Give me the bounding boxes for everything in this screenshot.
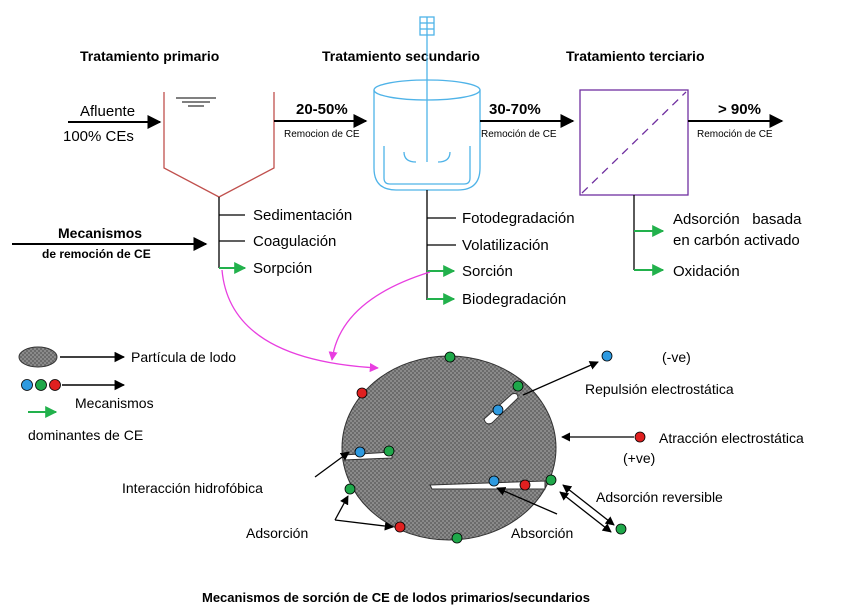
legend-particle-label: Partícula de lodo [131,349,236,365]
mechanisms-row-label: Mecanismos de remoción de CE [12,225,208,261]
neg-charge-label: (-ve) [662,349,691,365]
primary-to-particle-arrow [221,269,379,373]
pore-lower [429,480,546,490]
figure-caption: Mecanismos de sorción de CE de lodos pri… [202,590,590,605]
mechanism-biodegradacion: Biodegradación [462,291,566,308]
secondary-to-particle-arrow [328,271,431,361]
secondary-mechanisms: Fotodegradación Volatilización Sorción B… [427,210,575,308]
absorption-arrow [496,487,558,515]
legend: Partícula de lodo Mecanismos dominantes … [18,346,236,443]
legend-red-dot [49,379,61,391]
contaminant-dots [344,350,646,544]
hydrophobic-arrow [314,451,350,478]
mechanism-volatilizacion: Volatilización [462,237,549,254]
secondary-removal-pct: 30-70% [489,101,541,118]
mechanism-adsorcion-line2: en carbón activado [673,232,800,249]
secondary-stage-title: Tratamiento secundario [322,48,480,64]
mechanism-fotodegradacion: Fotodegradación [462,210,575,227]
mechanism-sorpcion: Sorpción [253,260,312,277]
pos-charge-label: (+ve) [623,450,655,466]
mechanism-coagulacion: Coagulación [253,233,336,250]
mechanisms-label-line1: Mecanismos [58,225,142,241]
primary-tank [163,92,275,268]
legend-green-dot [35,379,47,391]
reversible-label: Adsorción reversible [596,489,723,505]
primary-stage-title: Tratamiento primario [80,48,219,64]
tertiary-filter [579,89,689,270]
tertiary-removal-pct: > 90% [718,101,761,118]
adsorption-arrow-right [334,519,394,531]
absorption-label: Absorción [511,525,573,541]
legend-dominant-line1: Mecanismos [75,395,154,411]
primary-mechanisms: Sedimentación Coagulación Sorpción [219,207,352,277]
mechanisms-label-line2: de remoción de CE [42,247,151,261]
mechanism-sedimentacion: Sedimentación [253,207,352,224]
mechanism-adsorcion-line1: Adsorción basada [673,211,802,228]
hydrophobic-label: Interacción hidrofóbica [122,480,263,496]
secondary-removal-label: Remoción de CE [481,129,557,140]
tertiary-mechanisms: Adsorción basada en carbón activado Oxid… [634,211,802,280]
sludge-particle [341,355,557,541]
legend-dominant-line2: dominantes de CE [28,427,143,443]
mechanism-oxidacion: Oxidación [673,263,740,280]
reversible-arrow-2 [559,491,612,533]
primary-removal-pct: 20-50% [296,101,348,118]
primary-removal-label: Remocion de CE [284,129,360,140]
attraction-label: Atracción electrostática [659,430,804,446]
influent-block: Afluente 100% CEs [63,103,162,145]
repulsion-arrow [522,361,599,396]
mechanism-sorcion: Sorción [462,263,513,280]
tertiary-stage-title: Tratamiento terciario [566,48,705,64]
adsorption-arrow-up [334,495,349,521]
secondary-reactor [373,16,481,300]
influent-label: Afluente [80,103,135,120]
repulsion-label: Repulsión electrostática [585,381,734,397]
tertiary-removal-label: Remoción de CE [697,129,773,140]
legend-blue-dot [21,379,33,391]
influent-value: 100% CEs [63,128,134,145]
adsorption-label: Adsorción [246,525,308,541]
legend-particle-icon [18,346,58,368]
